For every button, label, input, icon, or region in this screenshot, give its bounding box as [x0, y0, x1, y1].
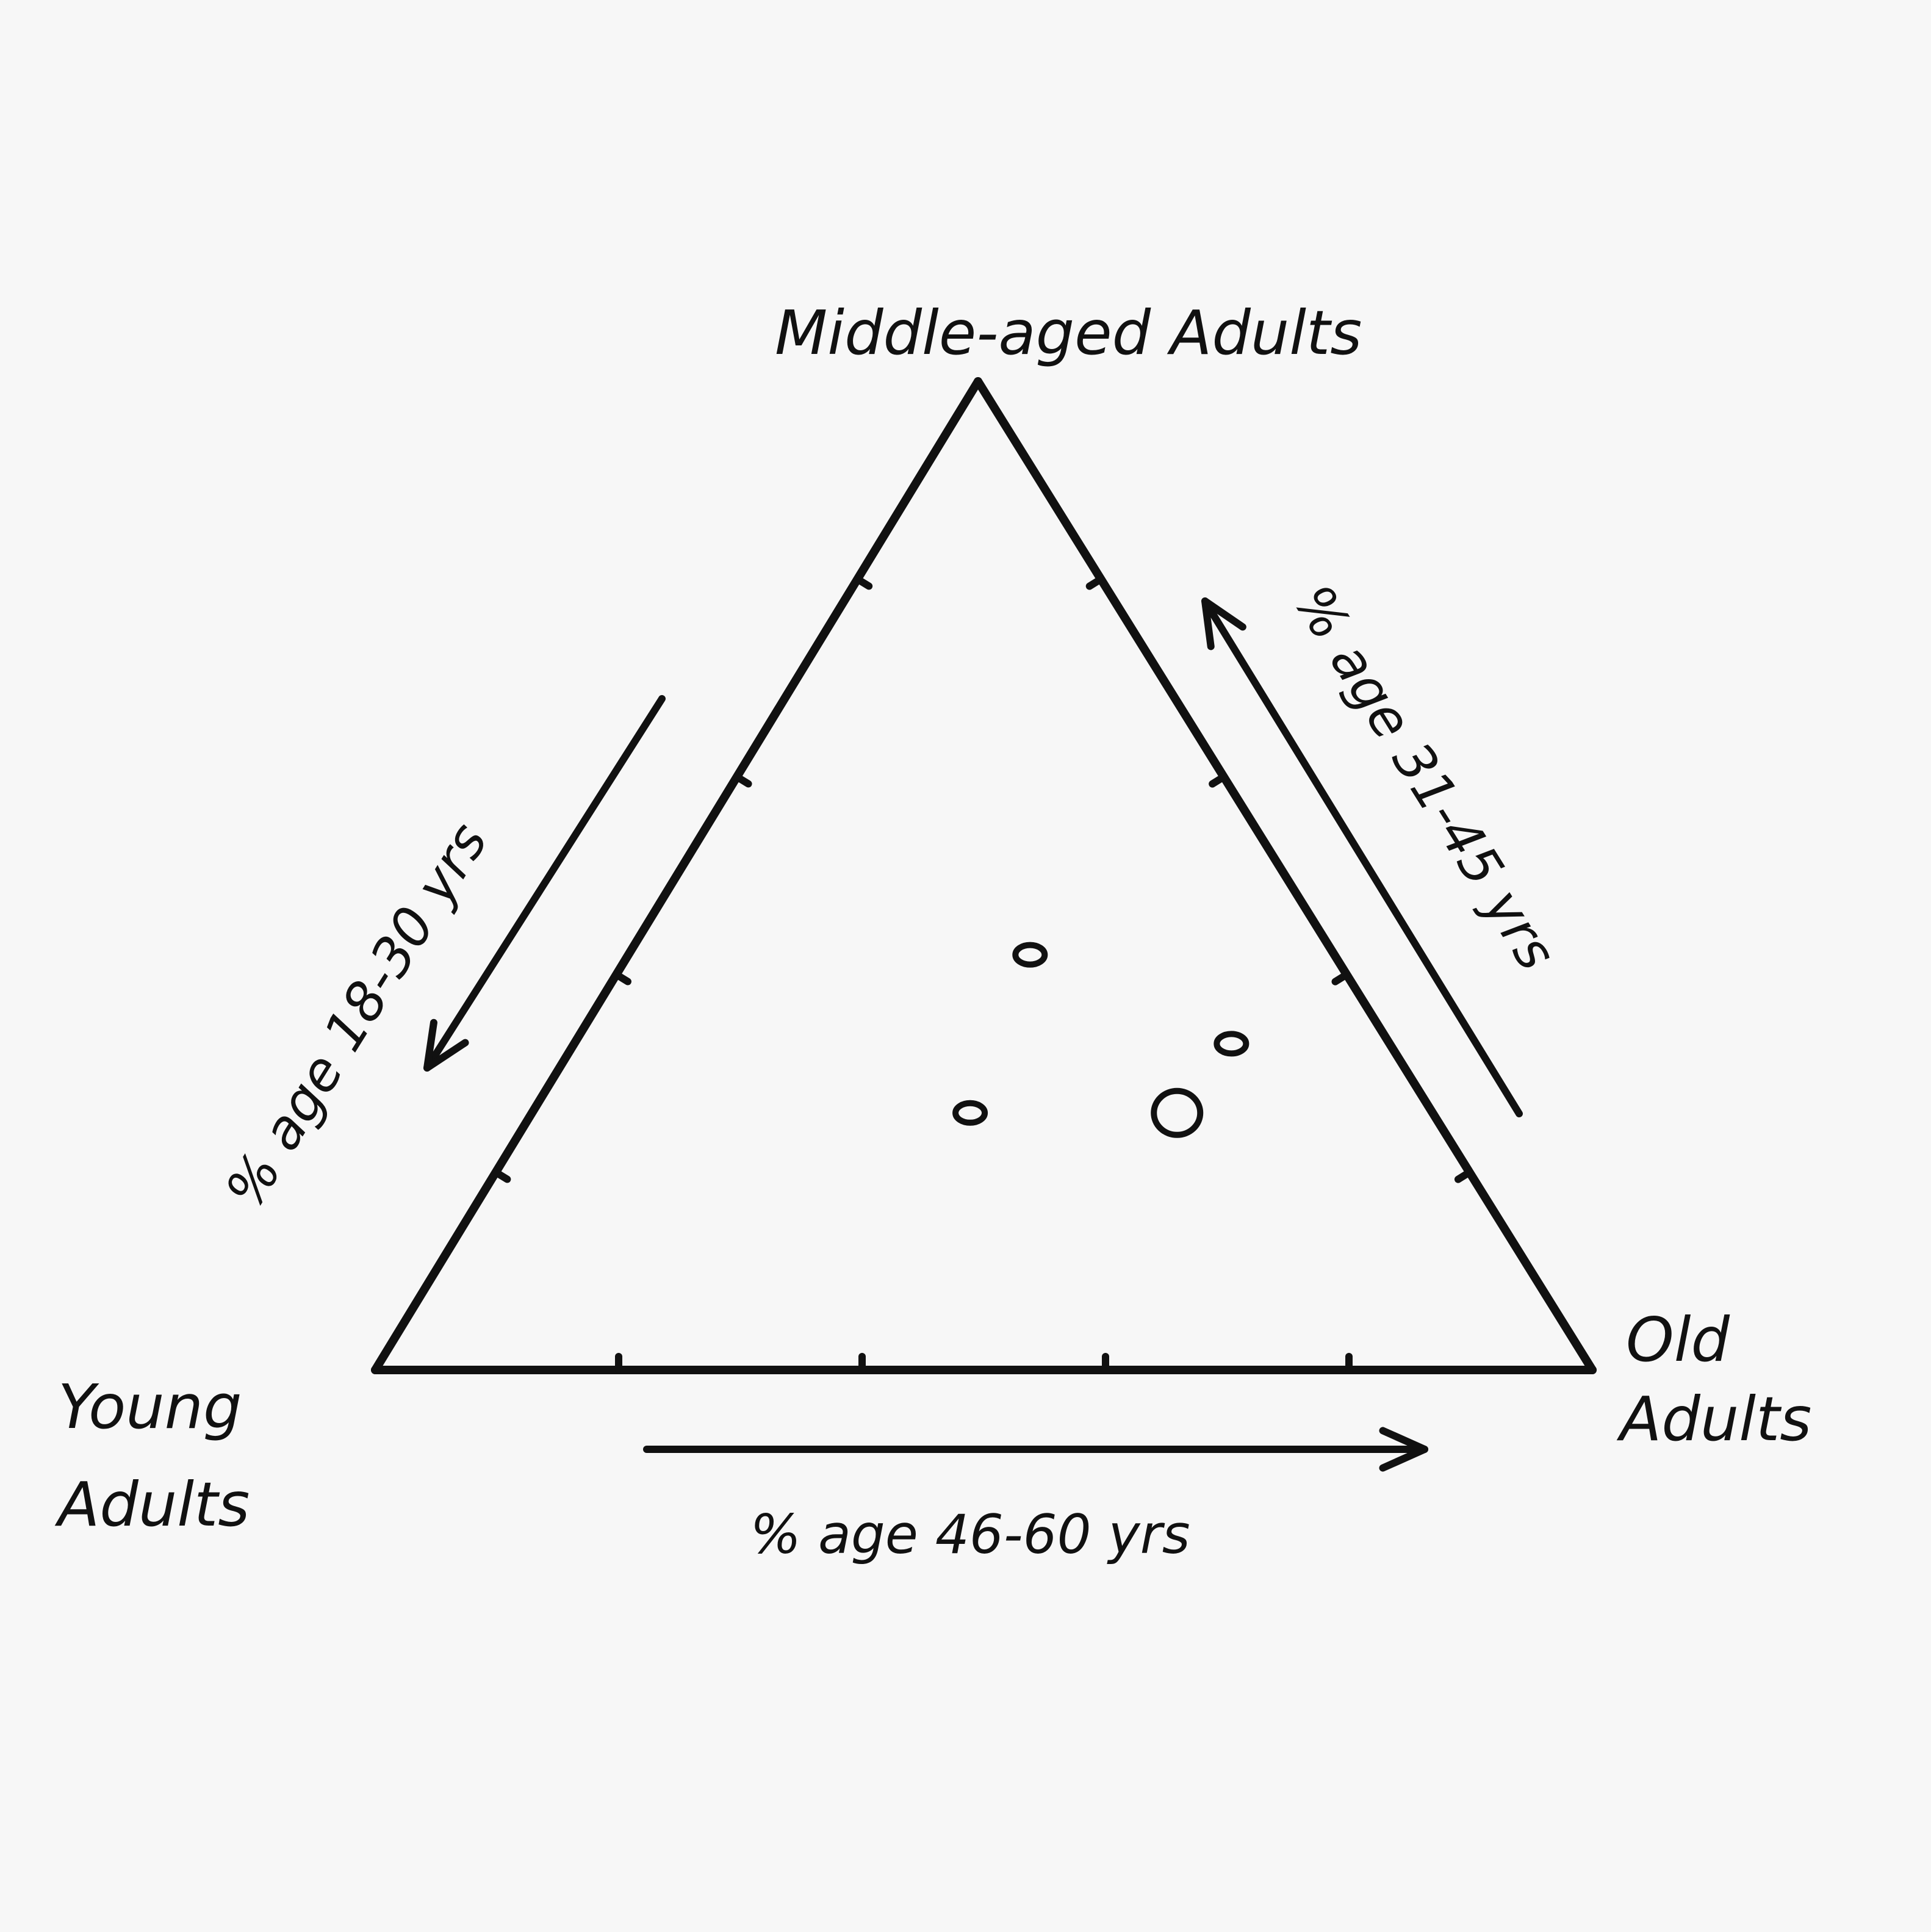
edge-left: [371, 377, 982, 1374]
data-point-4: [1151, 1087, 1204, 1138]
vertex-label-left-line1: Young: [58, 1371, 242, 1443]
tick-right-2: [1331, 971, 1351, 986]
arrow-left-head: [423, 1018, 469, 1072]
tick-right-1: [1454, 1169, 1473, 1183]
axis-label-right: % age 31-45 yrs: [1282, 574, 1569, 981]
tick-marks: [492, 575, 1473, 1374]
tick-right-4: [1085, 575, 1105, 590]
data-point-1: [1012, 942, 1048, 968]
arrow-right-shaft: [1201, 597, 1523, 1117]
vertex-label-top: Middle-aged Adults: [775, 297, 1362, 369]
tick-left-1: [492, 1169, 511, 1183]
axis-label-bottom: % age 46-60 yrs: [750, 1503, 1190, 1566]
arrow-left-shaft: [423, 695, 666, 1072]
triangle-edges: [371, 377, 1597, 1374]
tick-left-3: [733, 773, 752, 788]
axis-arrows: [423, 597, 1523, 1472]
tick-right-3: [1209, 773, 1228, 788]
data-points: [952, 942, 1250, 1138]
data-point-2: [1214, 1031, 1250, 1057]
tick-left-2: [613, 971, 631, 986]
arrow-bottom-head: [1379, 1427, 1428, 1472]
vertex-label-left-line2: Adults: [54, 1469, 250, 1540]
arrow-right-head: [1201, 597, 1246, 651]
vertex-label-right-line1: Old: [1626, 1304, 1730, 1375]
tick-left-4: [854, 575, 873, 590]
vertex-label-right-line2: Adults: [1616, 1383, 1811, 1455]
data-point-3: [952, 1100, 988, 1126]
edge-right: [974, 377, 1597, 1374]
